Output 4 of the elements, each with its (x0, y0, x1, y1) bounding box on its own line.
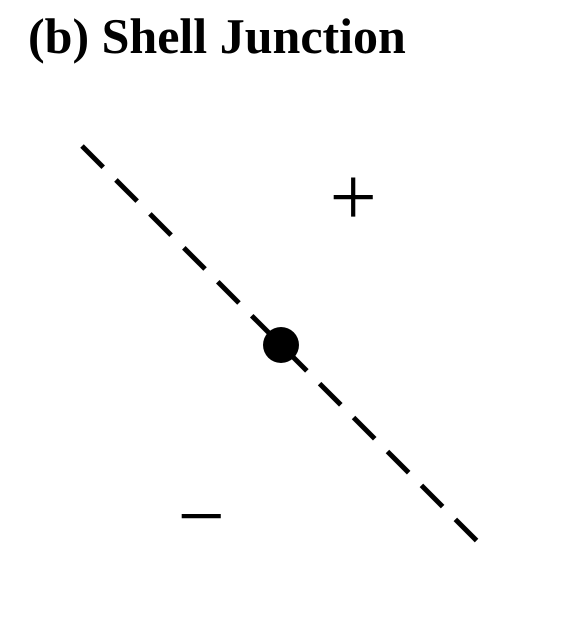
title: (b) Shell Junction (28, 7, 406, 66)
minus-sign: − (178, 475, 225, 559)
plus-sign: + (330, 156, 377, 240)
junction-dot (263, 327, 299, 363)
